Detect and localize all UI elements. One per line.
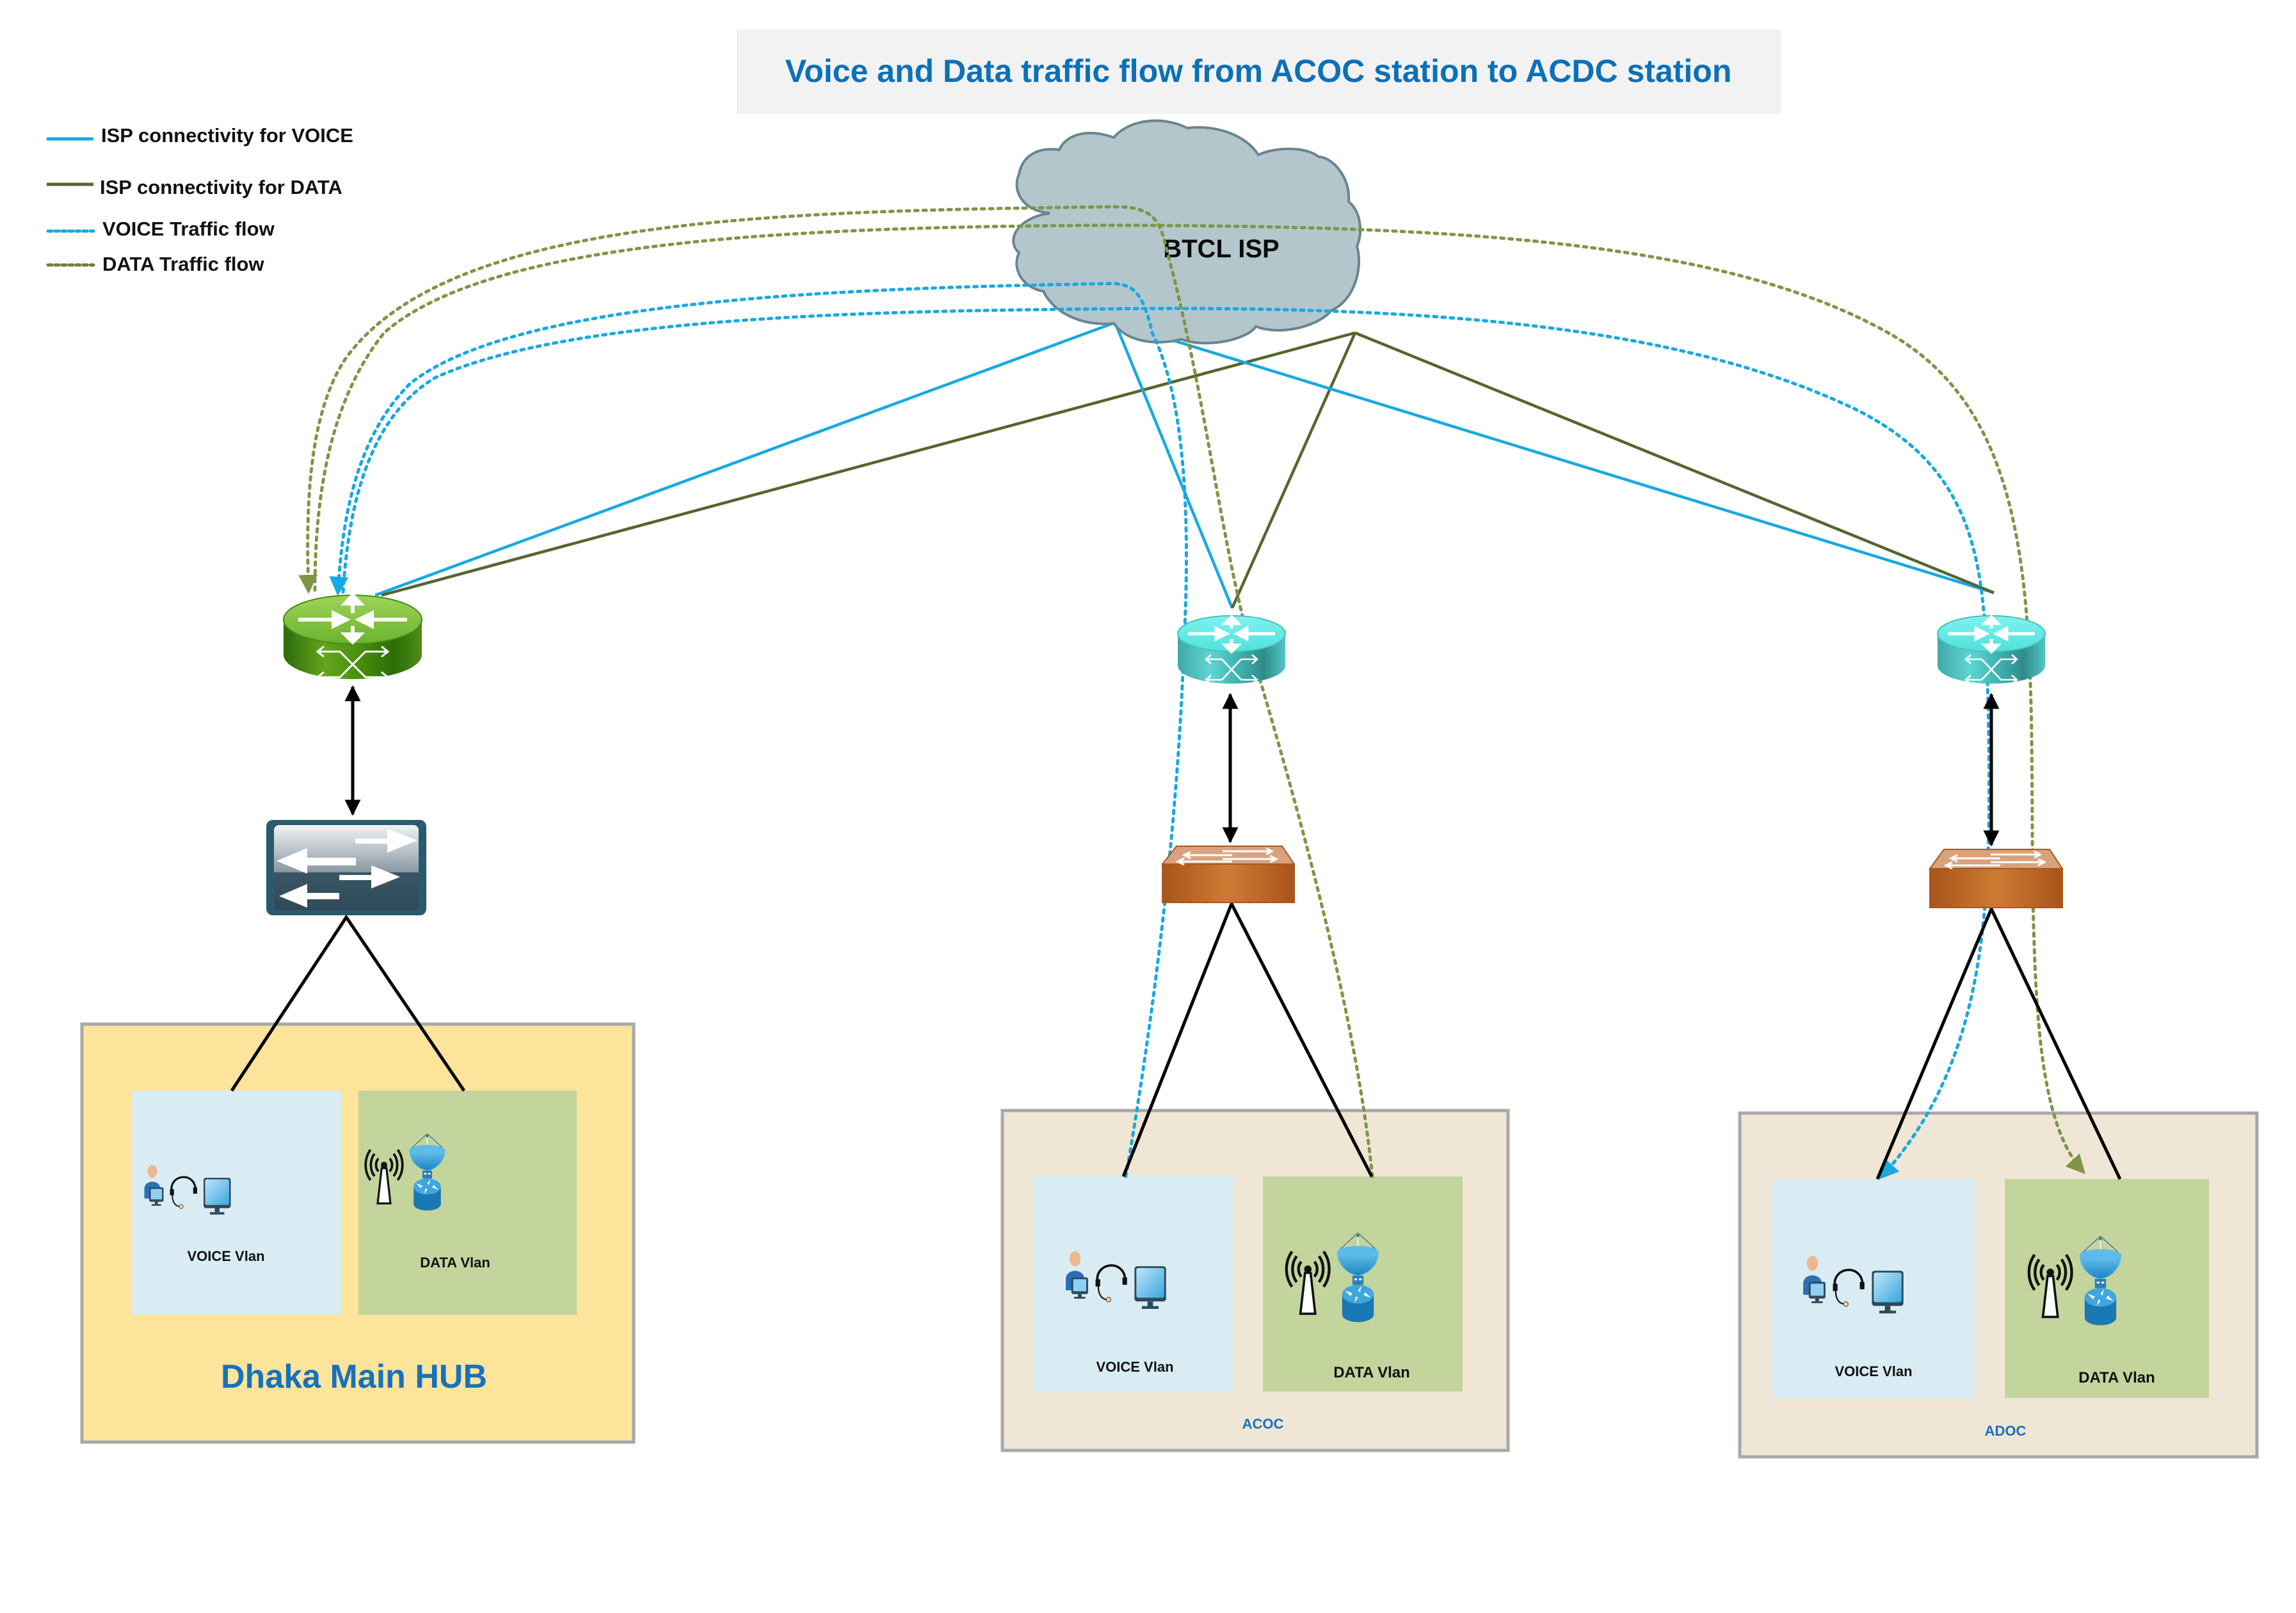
acoc-site-label: ACOC <box>1242 1416 1284 1432</box>
site-hub: VOICE Vlan DATA Vlan Dhaka Main HUB <box>80 1022 636 1444</box>
legend-label: ISP connectivity for VOICE <box>101 124 353 147</box>
adoc-router[interactable] <box>1937 614 2046 685</box>
hub-switch[interactable] <box>266 820 426 915</box>
isp-links <box>374 321 1995 609</box>
acoc-data-vlan-label: DATA Vlan <box>1333 1364 1410 1381</box>
acoc-voice-vlan-label: VOICE Vlan <box>1096 1359 1173 1375</box>
headset-icon <box>170 1176 197 1209</box>
voice-link-adoc[interactable] <box>1114 321 1995 595</box>
hub-site-label: Dhaka Main HUB <box>221 1358 487 1395</box>
monitor-icon <box>204 1178 231 1215</box>
data-flow-acoc-to-hub[interactable] <box>298 205 1374 1178</box>
btcl-isp-cloud[interactable]: BTCL ISP <box>1012 119 1362 345</box>
hub-router[interactable] <box>283 592 422 684</box>
vlan-icons <box>144 1133 2121 1326</box>
wireless-tower-icon <box>1285 1250 1331 1315</box>
cloud-label: BTCL ISP <box>1163 235 1280 263</box>
satellite-dish-router-icon <box>409 1133 446 1211</box>
satellite-dish-router-icon <box>1337 1232 1379 1322</box>
legend-item-voice-link: ISP connectivity for VOICE <box>47 124 353 147</box>
legend-item-data-link: ISP connectivity for DATA <box>47 176 342 198</box>
hub-voice-vlan[interactable] <box>132 1091 341 1315</box>
adoc-switch[interactable] <box>1929 849 2064 908</box>
voice-flow-acoc-to-hub[interactable] <box>329 282 1188 1178</box>
monitor-icon <box>1134 1266 1166 1309</box>
headset-icon <box>1095 1264 1127 1303</box>
adoc-voice-vlan-label: VOICE Vlan <box>1834 1363 1912 1379</box>
user-pc-icon <box>1066 1251 1088 1299</box>
lan-links <box>230 685 2122 1180</box>
hub-switch-vlan-links[interactable] <box>230 914 466 1092</box>
title-banner: Voice and Data traffic flow from ACOC st… <box>737 29 1781 114</box>
hub-data-vlan-label: DATA Vlan <box>420 1255 490 1271</box>
wireless-tower-icon <box>2027 1253 2073 1319</box>
acoc-router[interactable] <box>1177 614 1286 685</box>
satellite-dish-router-icon <box>2080 1235 2121 1326</box>
legend-item-data-flow: DATA Traffic flow <box>46 253 264 275</box>
legend-label: VOICE Traffic flow <box>102 218 275 240</box>
voice-link-acoc[interactable] <box>1113 322 1234 609</box>
user-pc-icon <box>1803 1256 1826 1303</box>
router-arrows <box>298 592 407 684</box>
hub-data-vlan[interactable] <box>358 1091 577 1315</box>
legend: ISP connectivity for VOICE ISP connectiv… <box>46 124 353 275</box>
voice-link-hub[interactable] <box>374 321 1116 597</box>
data-link-acoc[interactable] <box>1230 332 1357 609</box>
data-link-adoc[interactable] <box>1354 331 1995 595</box>
adoc-site-label: ADOC <box>1985 1423 2027 1439</box>
legend-item-voice-flow: VOICE Traffic flow <box>46 218 275 240</box>
page-title: Voice and Data traffic flow from ACOC st… <box>785 53 1732 89</box>
headset-icon <box>1833 1269 1865 1307</box>
user-pc-icon <box>144 1165 164 1206</box>
legend-label: DATA Traffic flow <box>102 253 264 275</box>
adoc-switch-vlan-links[interactable] <box>1875 904 2122 1180</box>
wireless-tower-icon <box>364 1149 404 1205</box>
adoc-data-vlan[interactable] <box>2005 1179 2209 1398</box>
acoc-switch[interactable] <box>1160 846 1296 903</box>
title-background <box>737 29 1781 114</box>
acoc-switch-vlan-links[interactable] <box>1121 899 1374 1178</box>
legend-label: ISP connectivity for DATA <box>100 176 342 198</box>
hub-voice-vlan-label: VOICE Vlan <box>187 1248 264 1264</box>
monitor-icon <box>1872 1271 1904 1313</box>
data-link-hub[interactable] <box>381 331 1356 597</box>
adoc-data-vlan-label: DATA Vlan <box>2078 1369 2155 1386</box>
site-adoc: VOICE Vlan DATA Vlan ADOC <box>1738 1111 2259 1459</box>
